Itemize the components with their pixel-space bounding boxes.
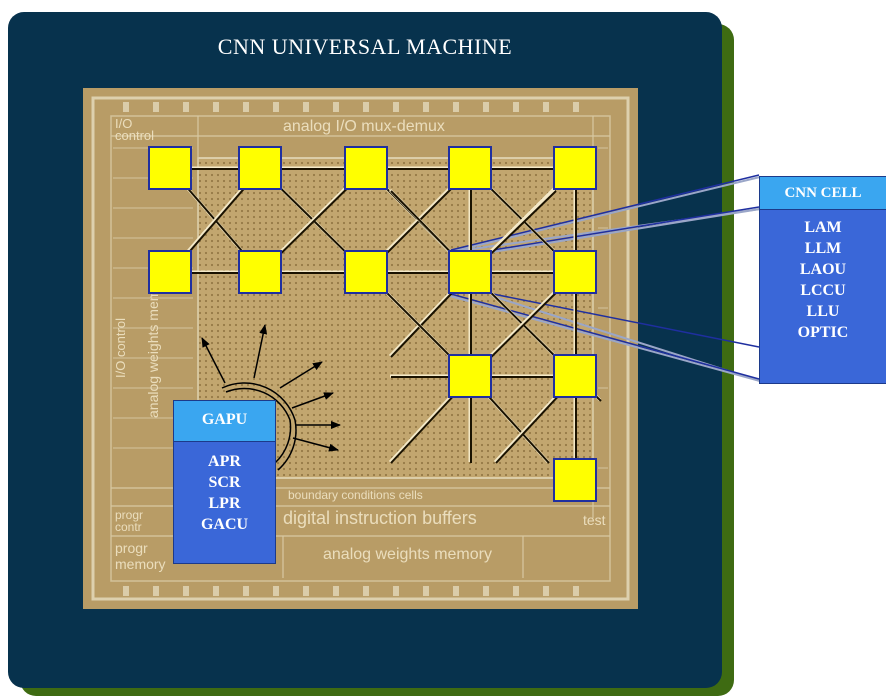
- cnn-cell: [148, 250, 192, 294]
- arrow-icon: [292, 437, 339, 452]
- cnn-cell: [344, 250, 388, 294]
- cnn-cell-title: CNN CELL: [760, 177, 886, 210]
- cnn-cell: [448, 146, 492, 190]
- callout-line: [449, 208, 761, 253]
- arrow-icon: [201, 337, 226, 384]
- callout-line: [491, 208, 761, 253]
- cnn-cell: [553, 146, 597, 190]
- cnn-cell: [448, 354, 492, 398]
- chip-label-program-control: progr: [115, 508, 144, 522]
- gapu-title: GAPU: [174, 401, 275, 442]
- chip-label-analog-io: analog I/O mux-demux: [283, 118, 445, 135]
- cnn-cell-item-lam: LAM: [804, 219, 842, 236]
- callout-line: [449, 295, 761, 382]
- cnn-cell: [238, 146, 282, 190]
- cnn-cell-item-lccu: LCCU: [800, 282, 846, 299]
- cnn-cell-array: [148, 146, 597, 502]
- cnn-cell-box: CNN CELL LAM LLM LAOU LCCU LLU OPTIC: [759, 176, 886, 384]
- cnn-cell-item-optic: OPTIC: [797, 324, 849, 341]
- cnn-cell-items: LAM LLM LAOU LCCU LLU OPTIC: [760, 210, 886, 343]
- gapu-items: APR SCR LPR GACU: [174, 442, 275, 535]
- cnn-cell: [448, 250, 492, 294]
- cnn-cell-item-llm: LLM: [804, 240, 842, 257]
- cnn-cell-item-laou: LAOU: [799, 261, 847, 278]
- callout-line: [492, 206, 760, 251]
- callout-line: [492, 293, 760, 348]
- cnn-cell-item-llu: LLU: [806, 303, 840, 320]
- cnn-cell: [238, 250, 282, 294]
- gapu-item-apr: APR: [208, 453, 241, 470]
- chip-label-program-control-2: contr: [115, 520, 142, 534]
- chip-label-analog-weights-bottom: analog weights memory: [323, 546, 492, 563]
- chip-label-program-memory: progr: [115, 540, 148, 556]
- chip-label-test: test: [583, 512, 606, 528]
- chip-label-program-memory-2: memory: [115, 556, 166, 572]
- gapu-arrows: [201, 324, 341, 471]
- cnn-cell: [553, 250, 597, 294]
- chip-label-io-control: I/O: [115, 116, 133, 131]
- arc-line: [225, 387, 292, 464]
- arrow-icon: [279, 361, 323, 389]
- gapu-item-lpr: LPR: [208, 495, 241, 512]
- chip-label-io-control-2: control: [115, 128, 155, 143]
- arc-line: [221, 382, 297, 471]
- cnn-cell: [553, 354, 597, 398]
- chip-label-digital-buffers: digital instruction buffers: [283, 508, 477, 528]
- arrow-icon: [253, 324, 268, 379]
- gapu-box: GAPU APR SCR LPR GACU: [173, 400, 276, 564]
- gapu-item-gacu: GACU: [200, 516, 249, 533]
- diagram-title: CNN UNIVERSAL MACHINE: [217, 34, 513, 59]
- cnn-cell: [148, 146, 192, 190]
- cnn-cell: [344, 146, 388, 190]
- chip-label-boundary: boundary conditions cells: [288, 488, 423, 502]
- callout-line: [450, 293, 760, 380]
- cnn-cell: [553, 458, 597, 502]
- arrow-icon: [291, 392, 334, 409]
- gapu-item-scr: SCR: [208, 474, 241, 491]
- callout-line: [450, 174, 760, 251]
